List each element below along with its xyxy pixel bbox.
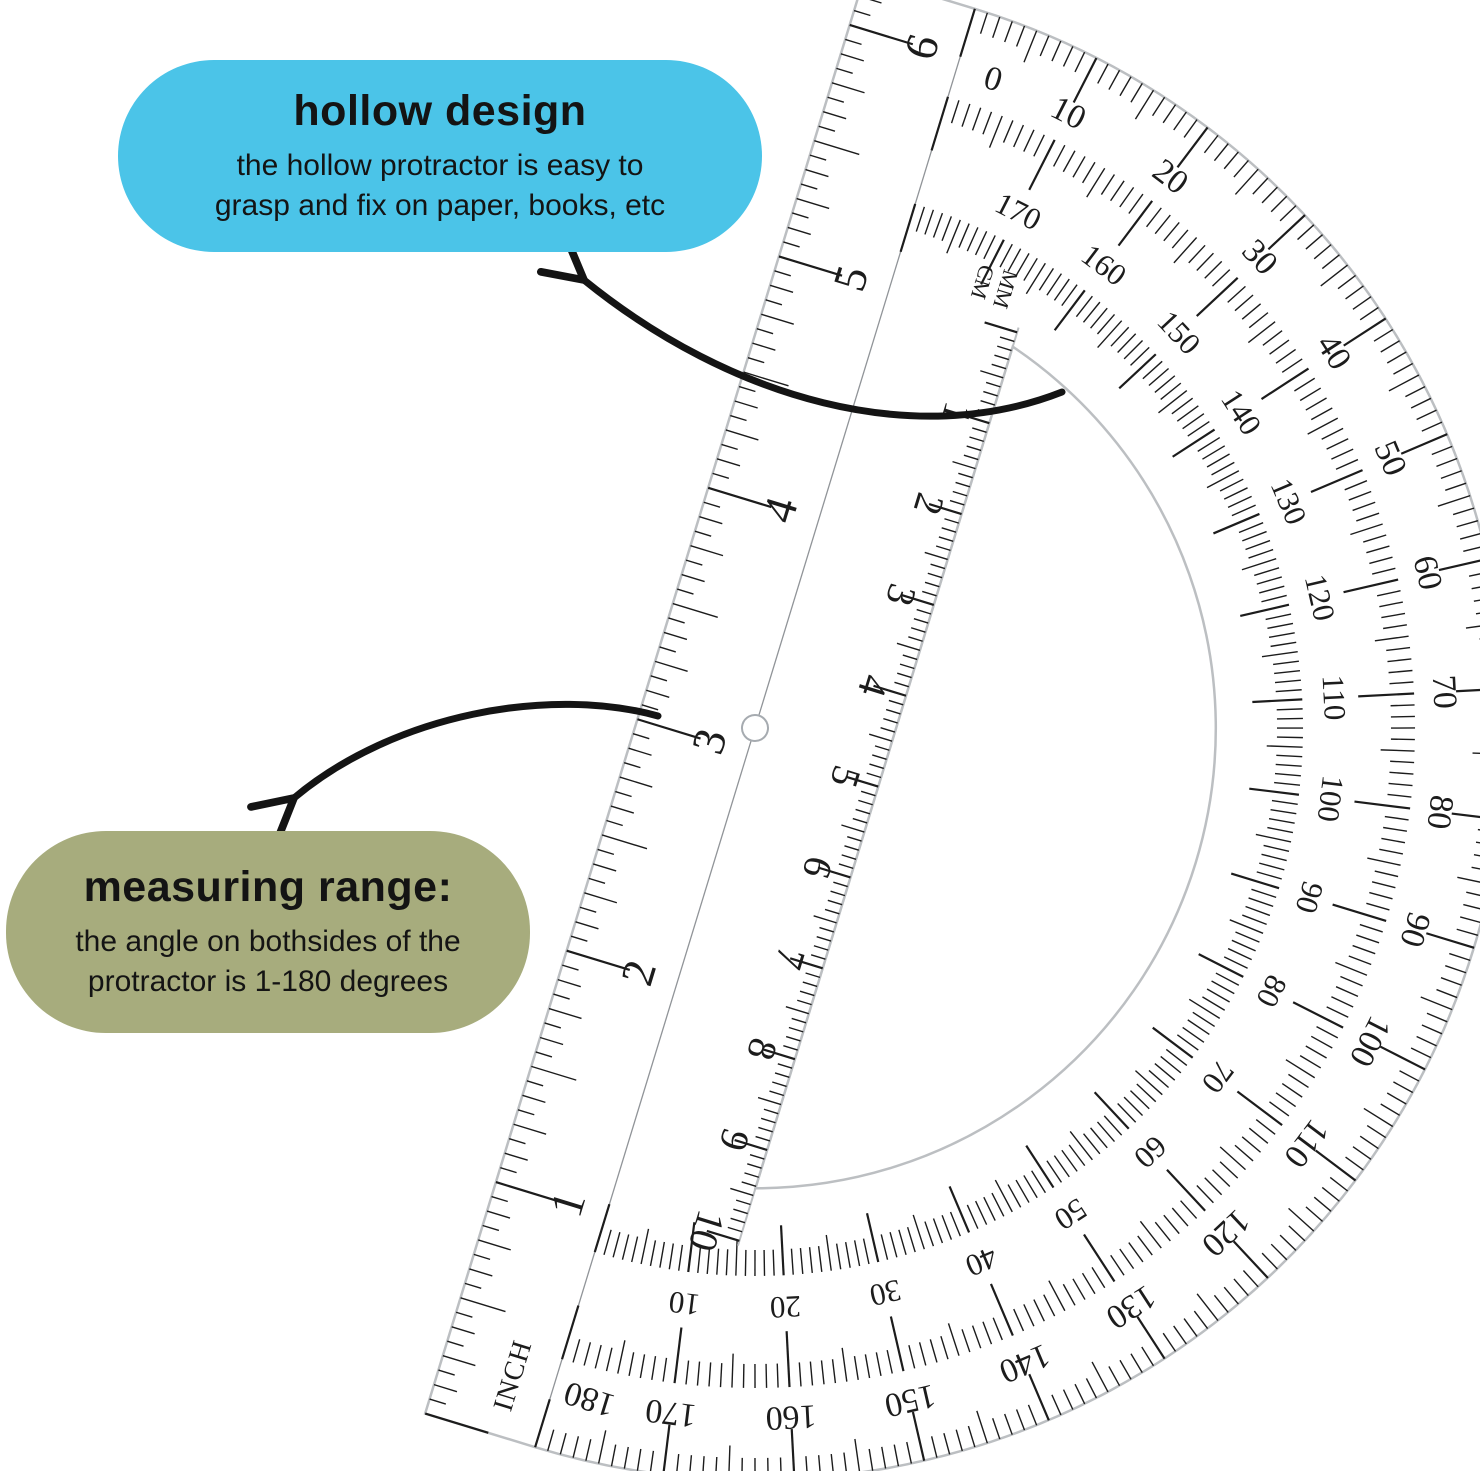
arrow-to-hollow-callout bbox=[536, 235, 1066, 420]
svg-text:160: 160 bbox=[765, 1397, 818, 1437]
callout-range-title: measuring range: bbox=[83, 862, 453, 911]
svg-text:110: 110 bbox=[1316, 674, 1353, 721]
annotation-arrows bbox=[247, 235, 1066, 843]
svg-text:100: 100 bbox=[1310, 773, 1350, 823]
svg-text:70: 70 bbox=[1425, 674, 1464, 710]
svg-text:80: 80 bbox=[1419, 793, 1460, 831]
svg-text:10: 10 bbox=[667, 1284, 702, 1323]
svg-text:30: 30 bbox=[866, 1273, 904, 1314]
callout-measuring-range: measuring range: the angle on bothsides … bbox=[6, 831, 530, 1033]
svg-text:170: 170 bbox=[643, 1391, 698, 1434]
arrow-to-range-callout bbox=[247, 700, 662, 843]
callout-range-line2: protractor is 1-180 degrees bbox=[87, 964, 449, 998]
protractor: 0102030405060708090100110120130140150160… bbox=[423, 0, 1480, 1471]
center-hole bbox=[741, 714, 769, 742]
callout-range-line1: the angle on bothsides of the bbox=[75, 924, 461, 958]
svg-text:60: 60 bbox=[1406, 552, 1450, 593]
callout-hollow-title: hollow design bbox=[293, 86, 587, 135]
callout-hollow-line1: the hollow protractor is easy to bbox=[236, 148, 644, 182]
callout-hollow-line2: grasp and fix on paper, books, etc bbox=[214, 188, 666, 222]
callout-hollow-design: hollow design the hollow protractor is e… bbox=[118, 60, 762, 252]
svg-text:20: 20 bbox=[769, 1289, 802, 1326]
